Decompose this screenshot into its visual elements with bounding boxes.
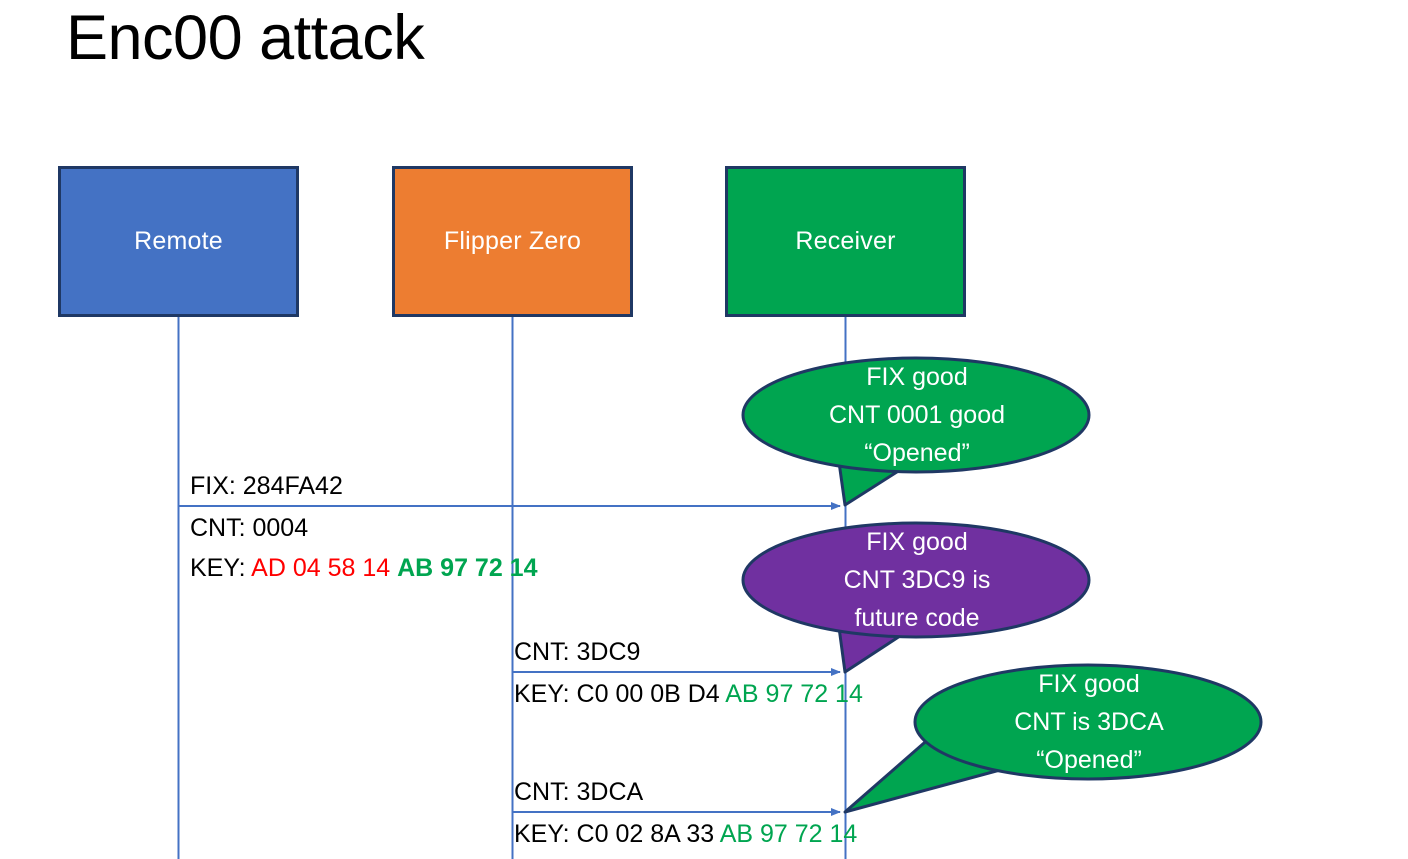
message-2-key-green: AB 97 72 14	[719, 820, 858, 848]
actor-box-receiver[interactable]: Receiver	[725, 166, 966, 317]
actor-box-flipper-zero[interactable]: Flipper Zero	[392, 166, 633, 317]
page-title: Enc00 attack	[66, 3, 425, 73]
message-0-label-below: CNT: 0004 KEY: AD 04 58 14 AB 97 72 14	[190, 508, 538, 588]
message-0-key-red: AD 04 58 14	[251, 554, 391, 582]
message-2-key-line: KEY: C0 02 8A 33 AB 97 72 14	[514, 814, 857, 854]
actor-label-receiver: Receiver	[795, 227, 896, 255]
bubble-fix-good-0001	[741, 356, 1091, 507]
actor-box-remote[interactable]: Remote	[58, 166, 299, 317]
bubble-fix-good-3dca	[843, 663, 1263, 814]
actor-label-flipper-zero: Flipper Zero	[443, 227, 582, 255]
message-1-key-prefix: KEY: C0 00 0B D4	[514, 680, 726, 708]
actor-label-remote: Remote	[134, 227, 223, 255]
message-0-label-above: FIX: 284FA42	[190, 466, 343, 506]
message-0-fix-text: FIX: 284FA42	[190, 472, 343, 500]
message-1-label-above: CNT: 3DC9	[514, 632, 640, 672]
message-2-key-prefix: KEY: C0 02 8A 33	[514, 820, 720, 848]
message-2-cnt-text: CNT: 3DCA	[514, 778, 644, 806]
message-1-key-green: AB 97 72 14	[725, 680, 863, 708]
message-0-cnt-text: CNT: 0004	[190, 514, 309, 542]
message-1-key-line: KEY: C0 00 0B D4 AB 97 72 14	[514, 674, 863, 714]
message-1-label-below: KEY: C0 00 0B D4 AB 97 72 14	[514, 674, 863, 714]
message-0-key-green: AB 97 72 14	[397, 554, 538, 582]
message-0-key-line: KEY: AD 04 58 14 AB 97 72 14	[190, 548, 538, 588]
message-2-label-above: CNT: 3DCA	[514, 772, 643, 812]
message-0-key-prefix: KEY:	[190, 554, 252, 582]
bubble-future-code	[741, 521, 1091, 674]
message-1-cnt-text: CNT: 3DC9	[514, 638, 641, 666]
message-2-label-below: KEY: C0 02 8A 33 AB 97 72 14	[514, 814, 857, 854]
